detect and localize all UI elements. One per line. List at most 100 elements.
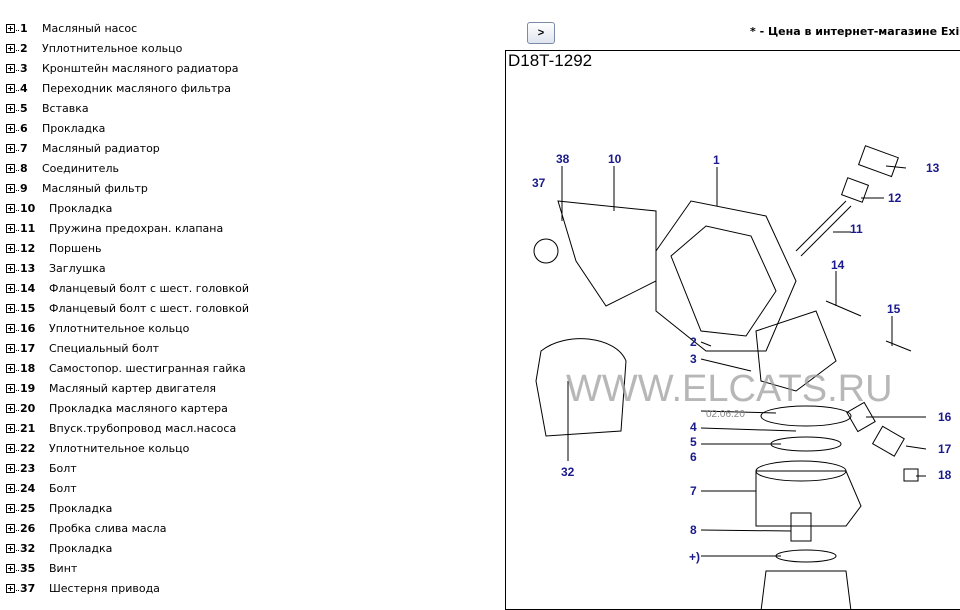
expand-icon[interactable] [6,443,15,453]
part-number: 2 [20,41,28,55]
expand-icon[interactable] [6,203,15,213]
expand-icon[interactable] [6,583,15,593]
expand-icon[interactable] [6,243,15,253]
callout-label[interactable]: 1 [713,153,720,167]
part-name: Масляный насос [42,21,138,35]
expand-icon[interactable] [6,323,15,333]
expand-icon[interactable] [6,283,15,293]
expand-icon[interactable] [6,143,15,153]
callout-label[interactable]: 3 [690,352,697,366]
callout-label[interactable]: 37 [532,176,546,190]
expand-icon[interactable] [6,503,15,513]
callout-label[interactable]: +) [689,550,700,564]
callout-label[interactable]: 38 [556,152,570,166]
tree-connector [16,45,19,51]
tree-connector [16,365,19,371]
part-name: Болт [49,481,77,495]
part-name: Масляный радиатор [42,141,160,155]
part-row[interactable]: 24 Болт [6,478,249,498]
part-name: Кронштейн масляного радиатора [42,61,239,75]
expand-icon[interactable] [6,83,15,93]
expand-icon[interactable] [6,343,15,353]
callout-label[interactable]: 32 [561,465,575,479]
part-name: Прокладка масляного картера [49,401,228,415]
callout-label[interactable]: 4 [690,420,697,434]
expand-icon[interactable] [6,123,15,133]
part-number: 35 [20,561,36,575]
expand-icon[interactable] [6,383,15,393]
diagram-code: D18T-1292 [508,51,593,70]
callout-label[interactable]: 11 [850,222,863,236]
callout-label[interactable]: 18 [938,468,952,482]
part-name: Вставка [42,101,89,115]
expand-icon[interactable] [6,403,15,413]
next-button[interactable]: > [527,22,555,44]
part-name: Болт [49,461,77,475]
expand-icon[interactable] [6,523,15,533]
tree-connector [16,325,19,331]
callout-label[interactable]: 16 [938,410,952,424]
expand-icon[interactable] [6,63,15,73]
part-number: 24 [20,481,36,495]
callout-label[interactable]: 14 [831,258,845,272]
expand-icon[interactable] [6,363,15,373]
callout-label[interactable]: 8 [690,523,697,537]
expand-icon[interactable] [6,183,15,193]
callout-label[interactable]: 10 [608,152,622,166]
expand-icon[interactable] [6,563,15,573]
callout-label[interactable]: 6 [690,450,697,464]
callout-label[interactable]: 12 [888,191,902,205]
expand-icon[interactable] [6,263,15,273]
callout-label[interactable]: 13 [926,161,940,175]
expand-icon[interactable] [6,303,15,313]
expand-icon[interactable] [6,463,15,473]
drive-gear-shape [533,238,559,264]
callout-label[interactable]: 17 [938,442,952,456]
callout-label[interactable]: 2 [690,335,697,349]
expand-icon[interactable] [6,43,15,53]
part-name: Шестерня привода [49,581,160,595]
expand-icon[interactable] [6,163,15,173]
part-number: 11 [20,221,36,235]
expand-icon[interactable] [6,423,15,433]
callout-label[interactable]: 5 [690,435,697,449]
part-name: Заглушка [49,261,106,275]
part-name: Фланцевый болт с шест. головкой [49,301,250,315]
callout-label[interactable]: 15 [887,302,901,316]
expand-icon[interactable] [6,23,15,33]
expand-icon[interactable] [6,543,15,553]
callout-label[interactable]: 7 [690,484,697,498]
expand-icon[interactable] [6,483,15,493]
expand-icon[interactable] [6,103,15,113]
part-number: 16 [20,321,36,335]
expand-icon[interactable] [6,223,15,233]
